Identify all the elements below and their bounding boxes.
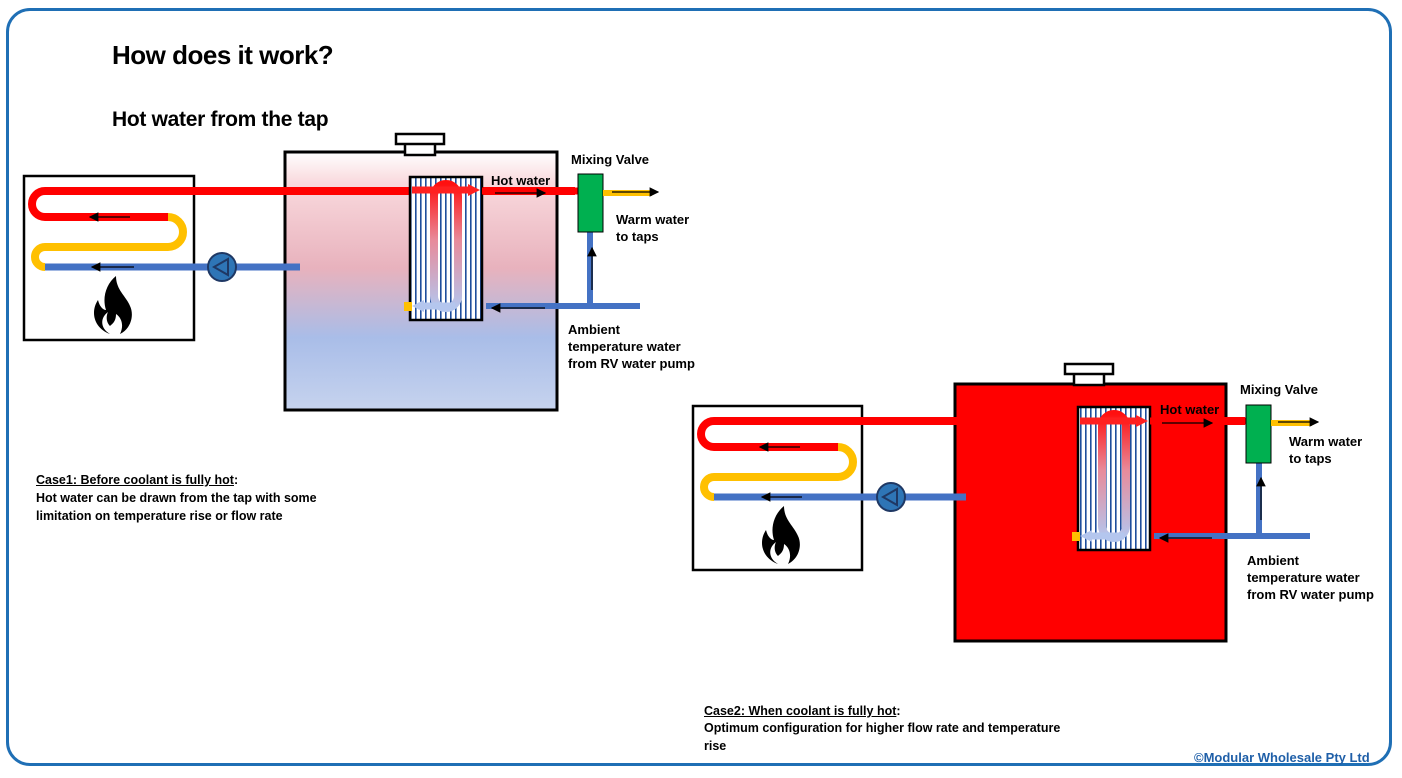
- case2-hot-coolant-pipe: [697, 417, 1245, 451]
- case1-pump-icon: [207, 252, 237, 282]
- case2-heat-exchanger: [1076, 405, 1152, 552]
- page-title: How does it work?: [112, 40, 334, 70]
- case1-caption-body: Hot water can be drawn from the tap with…: [36, 491, 317, 523]
- case1-hot-water-label: Hot water: [491, 173, 551, 188]
- case1-hx-inlet: [404, 302, 412, 311]
- copyright-text: ©Modular Wholesale Pty Ltd: [1194, 750, 1370, 765]
- case2-flame-icon: [762, 506, 800, 564]
- diagram-frame: [6, 8, 1392, 766]
- case2-caption-colon: :: [896, 704, 901, 718]
- case1-hot-coolant-pipe: [28, 187, 575, 221]
- case1-caption-colon: :: [233, 473, 239, 487]
- case2-caption: Case2: When coolant is fully hot:: [704, 702, 901, 720]
- case1-warm-water-label: Warm water to taps: [616, 212, 690, 244]
- case1-tank-cap-top: [394, 132, 446, 146]
- case1-ambient-label: Ambient temperature water from RV water …: [568, 322, 695, 371]
- case1-diagram: [22, 132, 660, 412]
- case2-caption-body: Optimum configuration for higher flow ra…: [704, 721, 1061, 753]
- case1-caption: Case1: Before coolant is fully hot:: [36, 471, 238, 489]
- page-subtitle: Hot water from the tap: [112, 108, 329, 131]
- case2-hx-inlet: [1072, 532, 1080, 541]
- case1-warm-coolant-pipe: [31, 213, 187, 271]
- case1-flame-icon: [94, 276, 132, 334]
- case1-mixing-valve-label: Mixing Valve: [571, 152, 650, 167]
- case2-ambient-label: Ambient temperature water from RV water …: [1247, 553, 1374, 602]
- case2-mixing-valve-label: Mixing Valve: [1240, 382, 1319, 397]
- case1-heat-exchanger: [408, 175, 484, 322]
- case2-tank-cap-top: [1063, 362, 1115, 376]
- case2-hot-water-label: Hot water: [1160, 402, 1220, 417]
- case2-diagram: [691, 362, 1320, 643]
- case1-mixing-valve: [577, 173, 604, 233]
- case2-warm-water-label: Warm water to taps: [1289, 434, 1363, 466]
- case1-caption-title: Case1: Before coolant is fully hot: [36, 473, 234, 487]
- case2-warm-coolant-pipe: [700, 443, 857, 501]
- case2-caption-title: Case2: When coolant is fully hot: [704, 704, 897, 718]
- case2-pump-icon: [876, 482, 906, 512]
- case2-mixing-valve: [1245, 404, 1272, 464]
